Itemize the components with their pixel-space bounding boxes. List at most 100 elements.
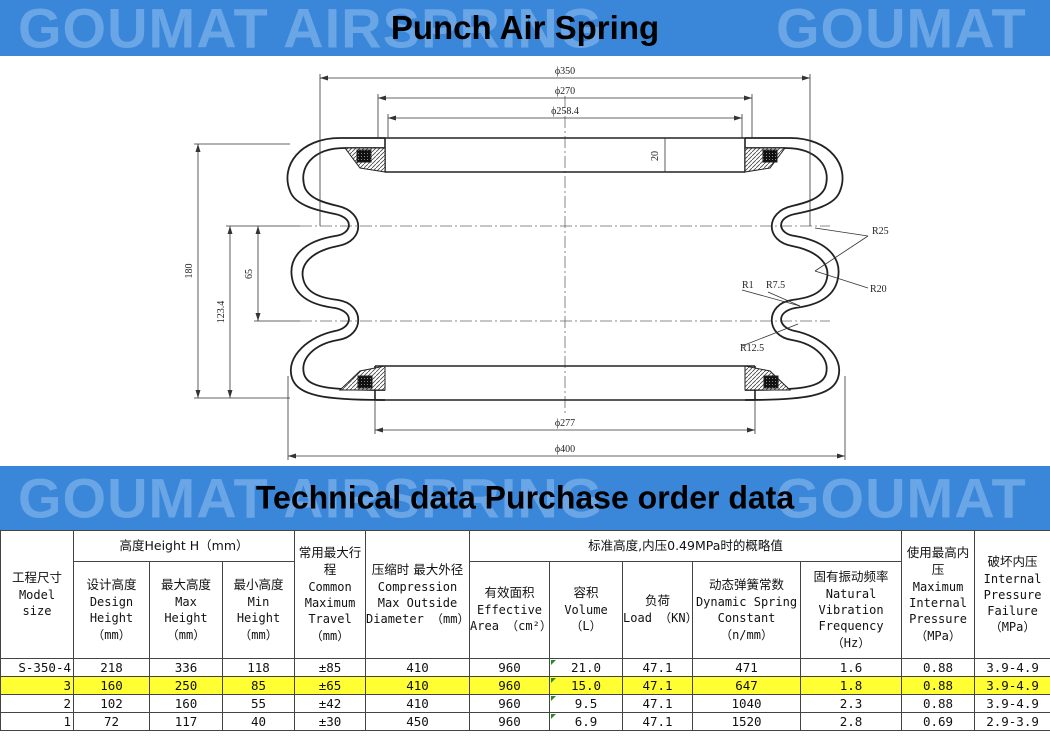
cell-volume: 21.0 <box>549 658 624 677</box>
dim-180-label: 180 <box>184 264 195 279</box>
table-row: 1 72 117 40 ±30 450 960 6.9 47.1 1520 2.… <box>0 712 1050 731</box>
header-burst-pressure: 破坏内压 Internal Pressure Failure （MPa） <box>974 530 1050 659</box>
cell-diameter: 450 <box>365 712 471 731</box>
header-diameter: 压缩时 最大外径 Compression Max Outside Diamete… <box>365 530 471 659</box>
bead-sections <box>338 147 792 391</box>
cell-volume: 9.5 <box>549 694 624 713</box>
dim-258-label: ϕ258.4 <box>551 106 579 117</box>
watermark-left: GOUMAT AIRSPRING <box>18 466 604 530</box>
dim-123-label: 123.4 <box>216 301 227 324</box>
page-title: Punch Air Spring <box>390 9 660 46</box>
watermark-right: GOUMAT <box>776 466 1027 530</box>
cell-area: 960 <box>469 694 551 713</box>
cell-design: 72 <box>73 712 150 731</box>
cell-load: 47.1 <box>622 658 694 677</box>
cell-design: 218 <box>73 658 150 677</box>
cell-diameter: 410 <box>365 676 471 695</box>
cell-travel: ±65 <box>294 676 367 695</box>
cell-diameter: 410 <box>365 658 471 677</box>
cell-diameter: 410 <box>365 694 471 713</box>
dim-65-label: 65 <box>244 269 255 279</box>
cell-area: 960 <box>469 658 551 677</box>
cell-load: 47.1 <box>622 676 694 695</box>
cell-max: 250 <box>149 676 223 695</box>
cell-frequency: 1.6 <box>800 658 903 677</box>
cell-min: 55 <box>221 694 296 713</box>
cell-burst: 3.9-4.9 <box>974 694 1050 713</box>
dim-r12-5-label: R12.5 <box>740 343 764 354</box>
cell-pressure: 0.88 <box>901 676 976 695</box>
cell-load: 47.1 <box>622 712 694 731</box>
cell-spring: 1520 <box>692 712 802 731</box>
cell-area: 960 <box>469 712 551 731</box>
cell-design: 102 <box>73 694 150 713</box>
cell-model: 3 <box>0 676 74 695</box>
center-lines <box>300 96 830 416</box>
cell-pressure: 0.88 <box>901 694 976 713</box>
header-height-group: 高度Height H（mm） <box>72 530 296 562</box>
section-banner: GOUMAT AIRSPRING GOUMAT Technical data P… <box>0 466 1050 530</box>
cell-pressure: 0.88 <box>901 658 976 677</box>
cell-max: 117 <box>149 712 223 731</box>
dim-277-label: ϕ277 <box>555 418 575 429</box>
dim-20-label: 20 <box>650 151 661 161</box>
cell-model: 1 <box>0 712 74 731</box>
end-plates <box>374 137 756 401</box>
section-title: Technical data Purchase order data <box>255 479 795 516</box>
cell-spring: 647 <box>692 676 802 695</box>
cell-model: 2 <box>0 694 74 713</box>
title-banner: GOUMAT AIRSPRING GOUMAT Punch Air Spring <box>0 0 1050 56</box>
cell-model: S-350-4 <box>0 658 74 677</box>
cell-min: 118 <box>221 658 296 677</box>
cell-spring: 1040 <box>692 694 802 713</box>
dim-350-label: ϕ350 <box>555 66 575 77</box>
dim-r20-label: R20 <box>870 284 887 295</box>
header-travel: 常用最大行程 Common Maximum Travel （mm） <box>294 530 367 659</box>
dim-r1-label: R1 <box>742 280 754 291</box>
dimension-arrows <box>195 75 845 459</box>
watermark-right: GOUMAT <box>776 0 1027 56</box>
cell-burst: 2.9-3.9 <box>974 712 1050 731</box>
cell-frequency: 2.8 <box>800 712 903 731</box>
cell-min: 40 <box>221 712 296 731</box>
dim-r25-label: R25 <box>872 226 889 237</box>
cell-max: 160 <box>149 694 223 713</box>
watermark-left: GOUMAT AIRSPRING <box>18 0 604 56</box>
dimension-lines <box>194 74 869 460</box>
table-row: 2 102 160 55 ±42 410 960 9.5 47.1 1040 2… <box>0 694 1050 713</box>
cell-travel: ±30 <box>294 712 367 731</box>
cell-load: 47.1 <box>622 694 694 713</box>
cell-frequency: 1.8 <box>800 676 903 695</box>
header-max-pressure: 使用最高内压 Maximum Internal Pressure （MPa） <box>901 530 976 659</box>
cell-min: 85 <box>221 676 296 695</box>
dim-r7-5-label: R7.5 <box>766 280 785 291</box>
technical-drawing: ϕ350 ϕ270 ϕ258.4 20 R25 R1 R7.5 R20 R12.… <box>0 56 1050 466</box>
cell-burst: 3.9-4.9 <box>974 676 1050 695</box>
cell-travel: ±42 <box>294 694 367 713</box>
cell-area: 960 <box>469 676 551 695</box>
dim-400-label: ϕ400 <box>555 444 575 455</box>
spec-table: 工程尺寸 Model size 高度Height H（mm） 常用最大行程 Co… <box>0 530 1050 731</box>
cell-pressure: 0.69 <box>901 712 976 731</box>
cell-burst: 3.9-4.9 <box>974 658 1050 677</box>
header-model: 工程尺寸 Model size <box>0 530 74 659</box>
cell-travel: ±85 <box>294 658 367 677</box>
cell-max: 336 <box>149 658 223 677</box>
cell-volume: 6.9 <box>549 712 624 731</box>
dim-270-label: ϕ270 <box>555 86 575 97</box>
cell-design: 160 <box>73 676 150 695</box>
table-row: S-350-4 218 336 118 ±85 410 960 21.0 47.… <box>0 658 1050 677</box>
cell-volume: 15.0 <box>549 676 624 695</box>
table-row-highlighted: 3 160 250 85 ±65 410 960 15.0 47.1 647 1… <box>0 676 1050 695</box>
header-standard-group: 标准高度,内压0.49MPa时的概略值 <box>469 530 903 562</box>
cell-frequency: 2.3 <box>800 694 903 713</box>
cell-spring: 471 <box>692 658 802 677</box>
